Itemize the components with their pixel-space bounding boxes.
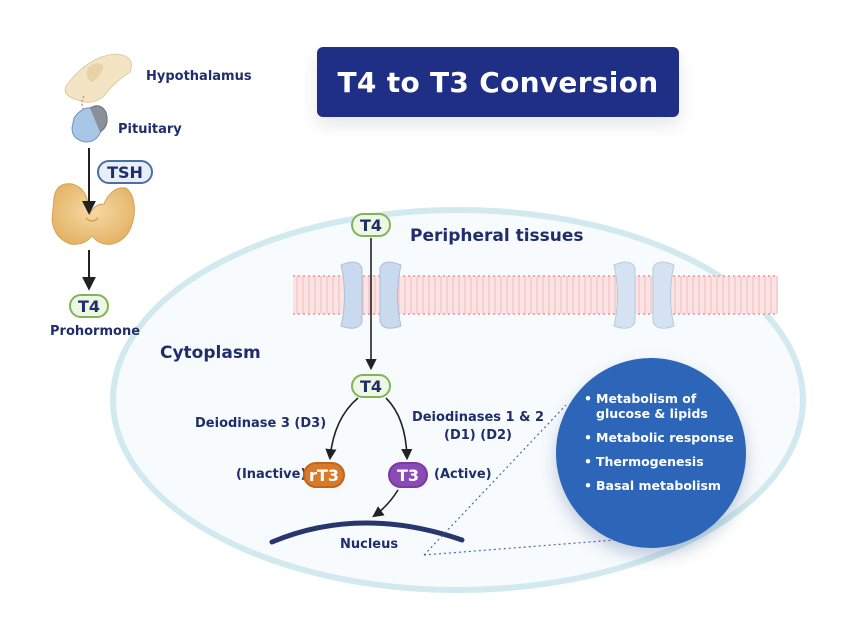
- cell-membrane: [293, 275, 778, 315]
- inactive-label: (Inactive): [236, 467, 307, 482]
- hypothalamus-label: Hypothalamus: [146, 69, 252, 84]
- peripheral-tissues-label: Peripheral tissues: [410, 226, 584, 246]
- arrow-d3-to-rt3: [325, 397, 359, 461]
- pituitary-label: Pituitary: [118, 122, 182, 137]
- arrow-d12-to-t3: [385, 397, 413, 461]
- hypothalamus-illustration: [64, 53, 132, 111]
- cytoplasm-label: Cytoplasm: [160, 343, 261, 363]
- effect-item: Basal metabolism: [584, 478, 734, 493]
- nucleus-label: Nucleus: [340, 537, 399, 552]
- transporter-channel-right: [613, 261, 675, 329]
- effect-item: Metabolism of glucose & lipids: [584, 391, 734, 421]
- effects-list: Metabolism of glucose & lipids Metabolic…: [584, 391, 734, 502]
- callout-line-bottom: [423, 537, 641, 556]
- d12-label-line1: Deiodinases 1 & 2: [411, 410, 545, 425]
- thyroid-illustration: [51, 183, 135, 245]
- effect-item: Metabolic response: [584, 430, 734, 445]
- metabolic-effects-circle: Metabolism of glucose & lipids Metabolic…: [556, 358, 746, 548]
- d12-label: Deiodinases 1 & 2 (D1) (D2): [408, 409, 548, 445]
- rt3-badge: rT3: [303, 462, 345, 488]
- d12-label-line2: (D1) (D2): [444, 428, 512, 443]
- transporter-channel-left: [340, 261, 402, 329]
- effect-item: Thermogenesis: [584, 454, 734, 469]
- t3-badge: T3: [388, 462, 428, 488]
- arrow-t3-to-nucleus: [372, 489, 399, 518]
- d3-label: Deiodinase 3 (D3): [195, 416, 327, 431]
- tsh-badge: TSH: [97, 160, 153, 184]
- t4-badge-thyroid: T4: [69, 294, 109, 318]
- nucleus-membrane: [269, 520, 465, 545]
- active-label: (Active): [434, 467, 492, 482]
- prohormone-label: Prohormone: [50, 324, 141, 339]
- pituitary-illustration: [71, 105, 108, 143]
- title-banner: T4 to T3 Conversion: [317, 47, 679, 117]
- t4-badge-outside: T4: [351, 213, 391, 237]
- t4-badge-inside: T4: [351, 374, 391, 398]
- page-title: T4 to T3 Conversion: [337, 65, 659, 99]
